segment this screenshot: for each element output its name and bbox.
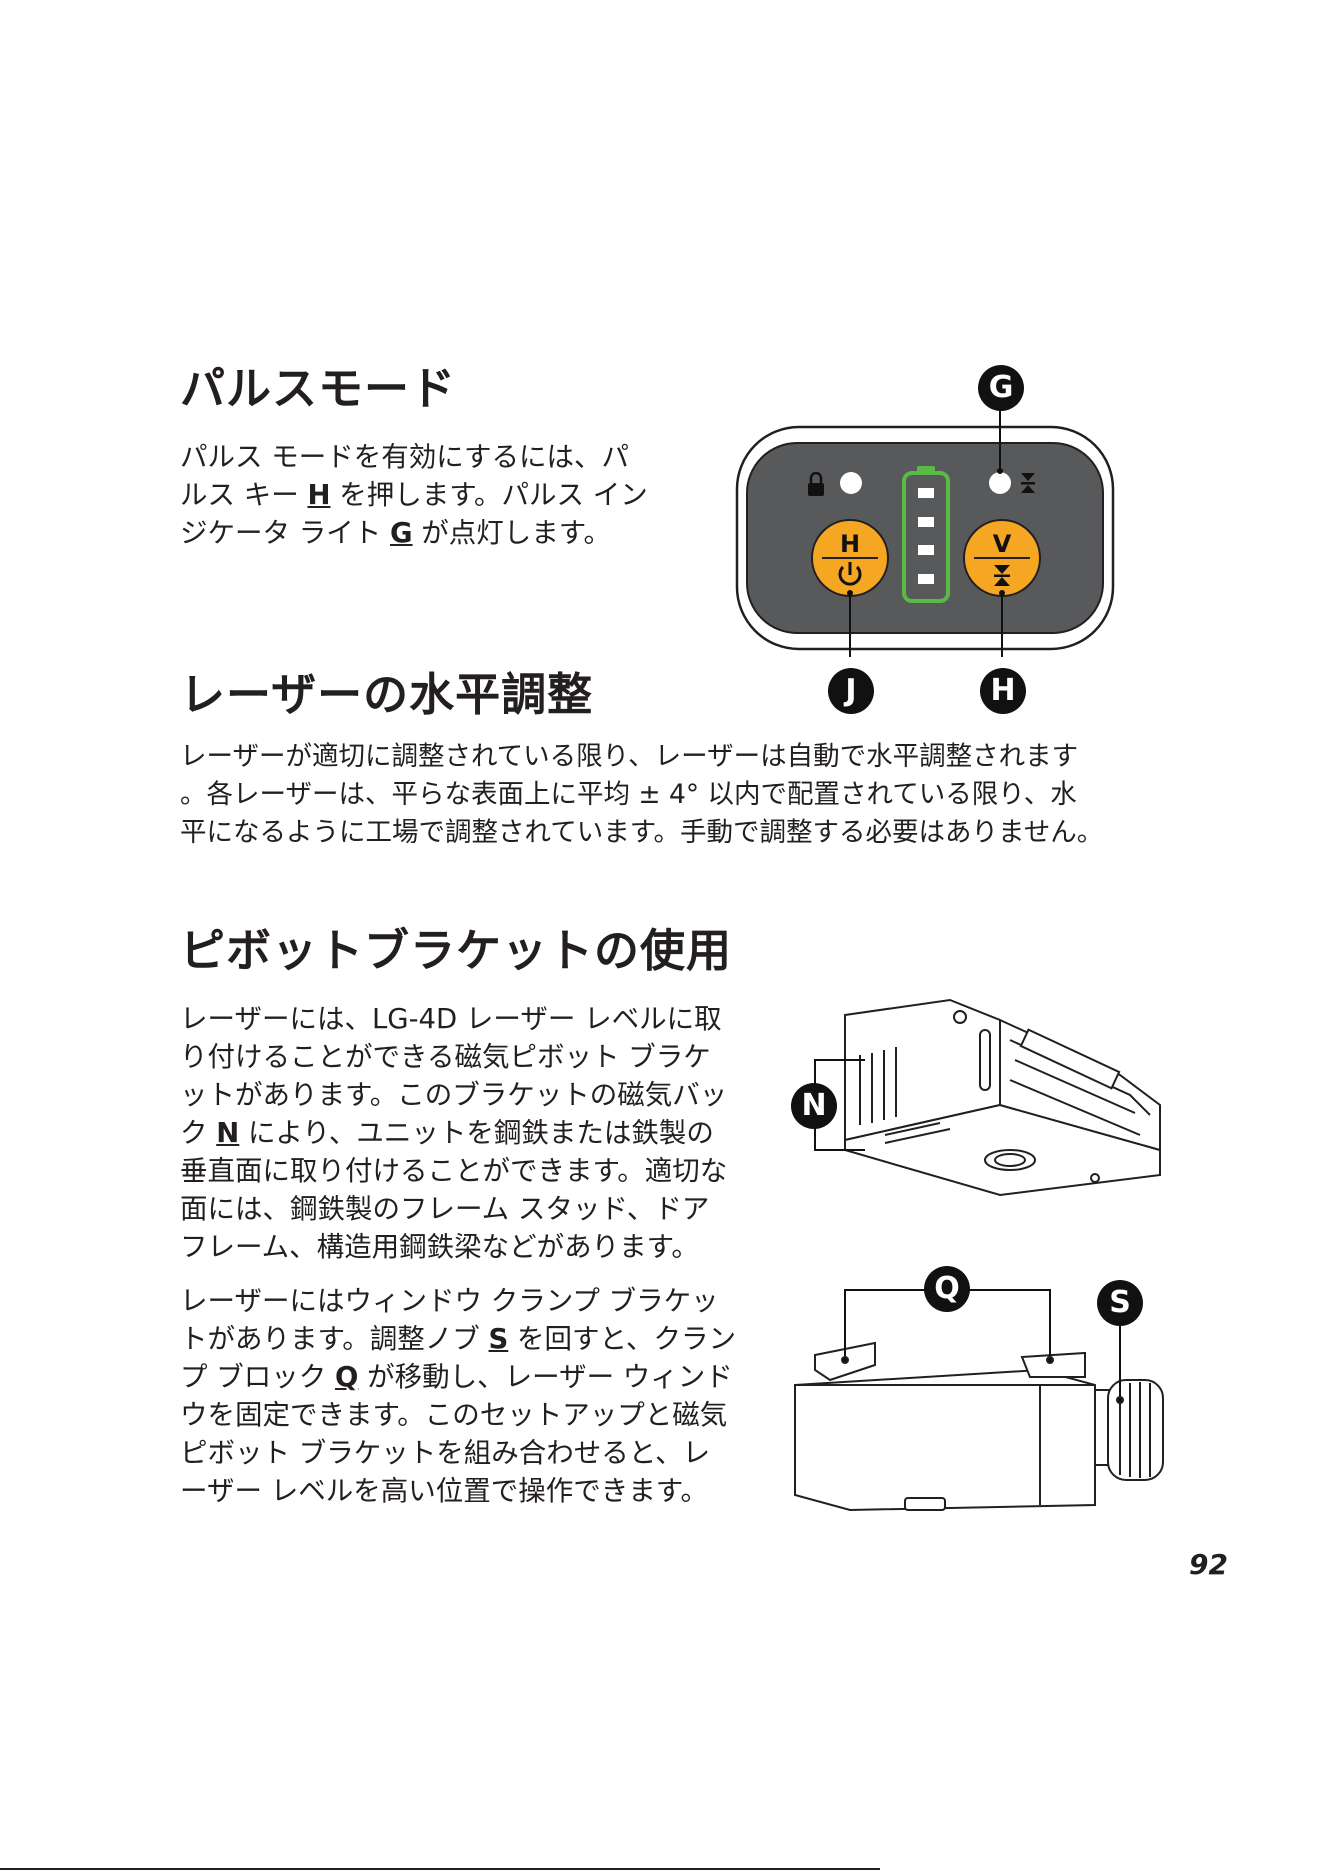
bracket-p2-line-3: プ ブロック Q が移動し、レーザー ウィンド — [180, 1361, 733, 1393]
bracket-paragraph-2: レーザーにはウィンドウ クランプ ブラケッ トがあります。調整ノブ S を回すと… — [180, 1282, 770, 1510]
key-n-ref: N — [216, 1117, 240, 1149]
callout-h: H — [980, 668, 1026, 714]
pivot-bracket-heading: ピボットブラケットの使用 — [180, 924, 733, 977]
magnetic-bracket-illustration — [814, 998, 1161, 1197]
lock-icon — [808, 471, 824, 496]
leveling-paragraph: レーザーが適切に調整されている限り、レーザーは自動で水平調整されます 。各レーザ… — [180, 738, 1180, 852]
bracket-p1-line-6: 面には、鋼鉄製のフレーム スタッド、ドア — [180, 1193, 710, 1225]
leveling-heading: レーザーの水平調整 — [180, 668, 594, 721]
bracket-p1-line-1: レーザーには、LG-4D レーザー レベルに取 — [180, 1003, 722, 1035]
bracket-p2-line-6: ーザー レベルを高い位置で操作できます。 — [180, 1475, 708, 1507]
callout-s: S — [1097, 1280, 1143, 1326]
pulse-mode-heading: パルスモード — [180, 362, 457, 415]
bracket-paragraph-1: レーザーには、LG-4D レーザー レベルに取 り付けることができる磁気ピボット… — [180, 1000, 770, 1266]
bracket-p2-line-2: トがあります。調整ノブ S を回すと、クラン — [180, 1323, 736, 1355]
lock-led — [840, 472, 862, 494]
callout-g: G — [978, 365, 1024, 411]
vertical-arrows-icon — [1021, 473, 1035, 493]
callout-q: Q — [924, 1266, 970, 1312]
v-button: V — [963, 519, 1041, 597]
power-icon — [838, 562, 862, 586]
pulse-line-2: ルス キー H を押します。パルス イン — [180, 479, 648, 511]
key-q-ref: Q — [334, 1361, 359, 1393]
h-power-button: H — [811, 519, 889, 597]
pulse-line-3: ジケータ ライト G が点灯します。 — [180, 517, 612, 549]
bracket-p1-line-3: ットがあります。このブラケットの磁気バッ — [180, 1079, 728, 1111]
leveling-line-2: 。各レーザーは、平らな表面上に平均 ± 4° 以内で配置されている限り、水 — [180, 779, 1077, 810]
pulse-indicator-led — [989, 472, 1011, 494]
pulse-line-1: パルス モードを有効にするには、パ — [180, 441, 630, 473]
bottom-divider — [0, 1868, 880, 1870]
bracket-p1-line-5: 垂直面に取り付けることができます。適切な — [180, 1155, 728, 1187]
window-clamp-illustration — [794, 1289, 1164, 1512]
control-panel-illustration: H V — [735, 410, 1115, 657]
bracket-p1-line-7: フレーム、構造用鋼鉄梁などがあります。 — [180, 1231, 699, 1263]
bracket-p2-line-5: ピボット ブラケットを組み合わせると、レ — [180, 1437, 711, 1469]
bracket-p2-line-1: レーザーにはウィンドウ クランプ ブラケッ — [180, 1285, 719, 1317]
svg-text:H: H — [840, 530, 860, 558]
callout-j: J — [828, 668, 874, 714]
callout-n: N — [791, 1083, 837, 1129]
bracket-p1-line-2: り付けることができる磁気ピボット ブラケ — [180, 1041, 711, 1073]
leveling-line-1: レーザーが適切に調整されている限り、レーザーは自動で水平調整されます — [180, 741, 1079, 772]
svg-text:V: V — [993, 530, 1012, 558]
pulse-mode-paragraph: パルス モードを有効にするには、パ ルス キー H を押します。パルス イン ジ… — [180, 438, 700, 552]
key-s-ref: S — [488, 1323, 509, 1355]
page-number: 92 — [1189, 1548, 1228, 1581]
key-g-ref: G — [389, 517, 413, 549]
leveling-line-3: 平になるように工場で調整されています。手動で調整する必要はありません。 — [180, 817, 1104, 848]
bracket-p1-line-4: ク N により、ユニットを鋼鉄または鉄製の — [180, 1117, 714, 1149]
key-h-ref: H — [307, 479, 331, 511]
battery-icon — [902, 466, 950, 603]
bracket-p2-line-4: ウを固定できます。このセットアップと磁気 — [180, 1399, 728, 1431]
